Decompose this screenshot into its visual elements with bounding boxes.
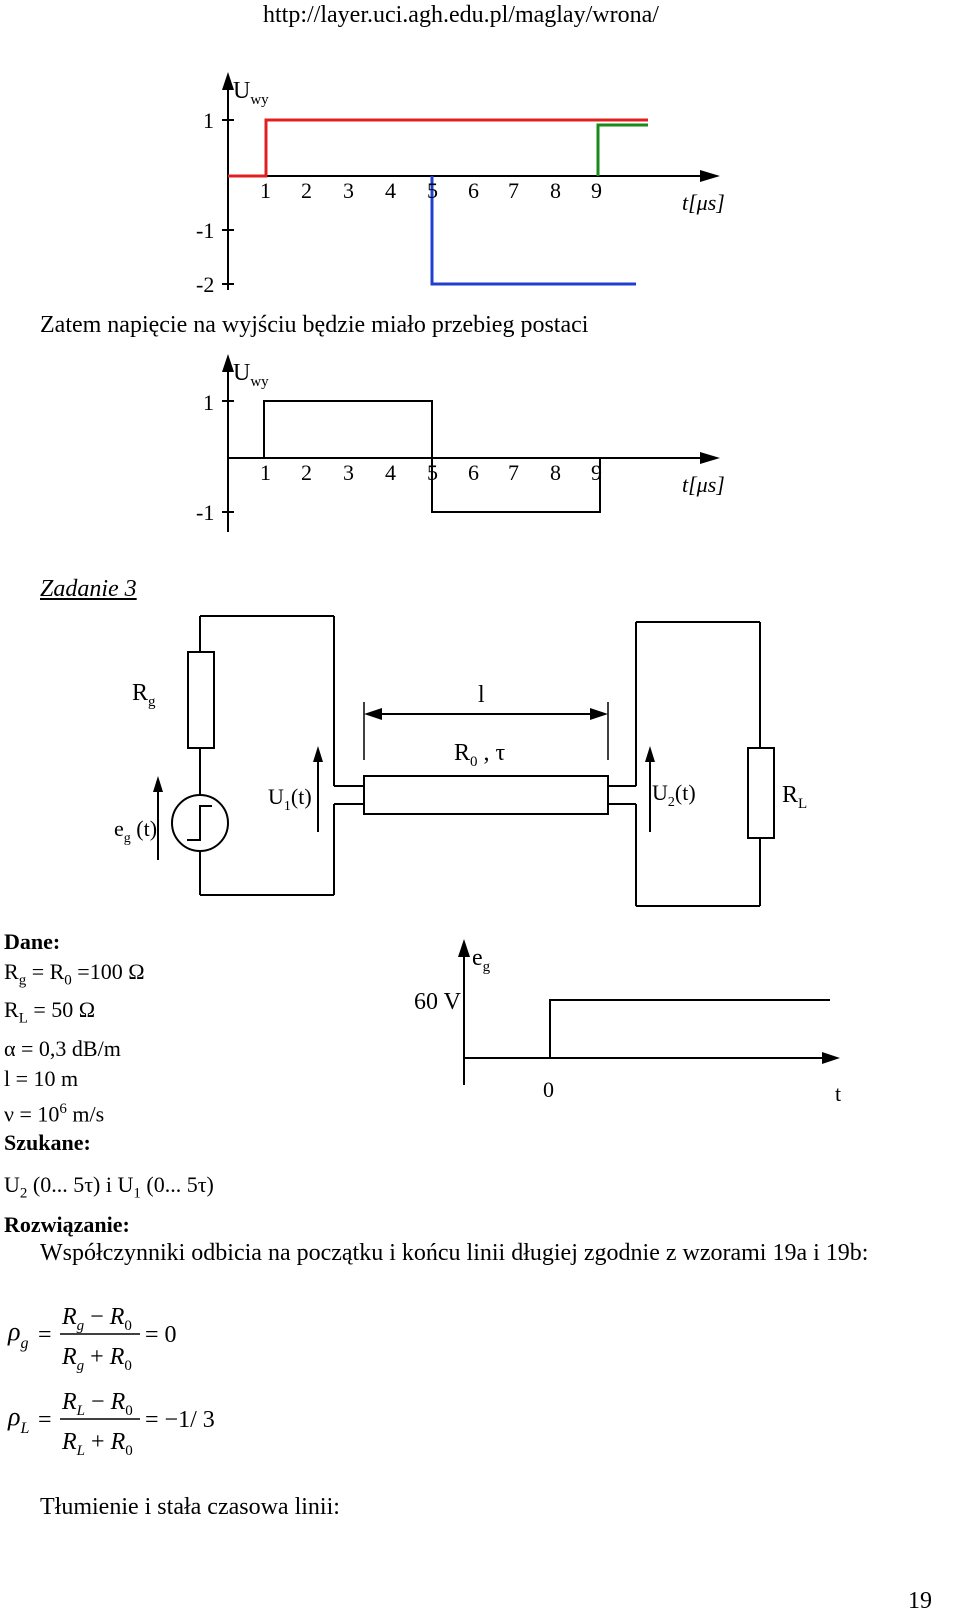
x-axis-label: t [835,1081,841,1105]
x-tick-label: 2 [301,460,312,485]
footer-text: Tłumienie i stała czasowa linii: [40,1494,340,1520]
reflection-formulas: ρg = Rg − R0 Rg + R0 = 0 ρL = RL − R0 RL… [7,1304,215,1459]
denominator: Rg + R0 [61,1344,132,1374]
y-axis-arrow [458,939,470,957]
x-tick-label: 8 [550,460,561,485]
line-label: R0 , τ [454,740,506,770]
x-tick-label: 9 [591,460,602,485]
blue-trace [430,176,636,286]
denominator: RL + R0 [61,1429,133,1459]
sought-title: Szukane: [4,1130,91,1155]
waveform-graph-2: Uwy 1 -1 1 2 3 4 5 6 7 8 9 t[μs] [196,354,725,532]
rho-g-symbol: ρg [7,1317,28,1352]
header-url: http://layer.uci.agh.edu.pl/maglay/wrona… [263,2,659,28]
circuit-diagram: Rg eg (t) U1(t) l R0 , τ U2(t) RL [114,615,807,907]
transmission-line [363,775,609,815]
solution-intro: Współczynniki odbicia na początku i końc… [40,1240,869,1266]
y-label: Uwy [233,78,269,108]
y-axis-arrow [222,72,234,90]
y-tick-label: 1 [203,390,214,415]
x-tick-label: 3 [343,178,354,203]
x-axis-arrow [700,452,720,464]
page-number: 19 [908,1588,932,1614]
y-tick-label: 1 [203,108,214,133]
x-tick-label: 1 [260,460,271,485]
waveform-graph-1: Uwy 1 -1 -2 1 2 3 4 5 6 7 8 9 t[μs] [196,72,725,297]
green-trace [596,123,648,176]
rg-label: Rg [132,680,156,710]
red-trace [228,118,648,178]
x-tick-label: 8 [550,178,561,203]
x-tick-label: 3 [343,460,354,485]
x-tick-label: 7 [508,460,519,485]
rho-g-result: = 0 [145,1322,177,1348]
y-label: eg [472,945,491,975]
task-title: Zadanie 3 [40,576,137,602]
rho-l-symbol: ρL [7,1402,29,1437]
x-tick-label: 7 [508,178,519,203]
equals-sign: = [38,1322,52,1348]
x-tick-label: 5 [427,460,438,485]
output-trace [228,400,601,513]
given-row: RL = 50 Ω [4,997,96,1027]
source-waveform-graph: eg 60 V 0 t [414,939,841,1105]
rho-l-result: = −1/ 3 [145,1407,215,1433]
step-trace [549,999,830,1058]
paragraph-1: Zatem napięcie na wyjściu będzie miało p… [40,312,589,338]
x-axis-label: t[μs] [682,472,725,497]
u2-label: U2(t) [652,780,696,810]
given-title: Dane: [4,929,61,954]
equals-sign: = [38,1407,52,1433]
level-label: 60 V [414,989,462,1015]
sought-values: U2 (0... 5τ) i U1 (0... 5τ) [4,1172,214,1202]
x-tick-label: 4 [385,460,396,485]
rl-label: RL [782,782,807,812]
u1-label: U1(t) [268,784,312,814]
x-tick-label: 1 [260,178,271,203]
x-tick-label: 5 [427,178,438,203]
rg-resistor [187,651,215,749]
x-axis-arrow [822,1052,840,1064]
y-tick-label: -1 [196,500,214,525]
given-row: Rg = R0 =100 Ω [4,959,145,989]
numerator: Rg − R0 [61,1304,132,1334]
x-tick-label: 6 [468,178,479,203]
eg-label: eg (t) [114,816,157,846]
x-tick-label: 6 [468,460,479,485]
y-label: Uwy [233,360,269,390]
x-axis-label: t[μs] [682,190,725,215]
given-row: l = 10 m [4,1065,79,1091]
numerator: RL − R0 [61,1389,133,1419]
solution-title: Rozwiązanie: [4,1212,130,1237]
y-axis-arrow [222,354,234,372]
y-tick-label: -2 [196,272,214,297]
length-label: l [478,682,485,708]
given-row: ν = 106 m/s [4,1100,105,1127]
x-tick-label: 4 [385,178,396,203]
y-tick-label: -1 [196,218,214,243]
given-row: α = 0,3 dB/m [4,1035,121,1061]
given-block: Dane: Rg = R0 =100 Ω RL = 50 Ω α = 0,3 d… [4,927,145,1129]
rl-resistor [747,747,775,839]
origin-label: 0 [543,1077,554,1102]
x-tick-label: 2 [301,178,312,203]
x-tick-label: 9 [591,178,602,203]
x-axis-arrow [700,170,720,182]
